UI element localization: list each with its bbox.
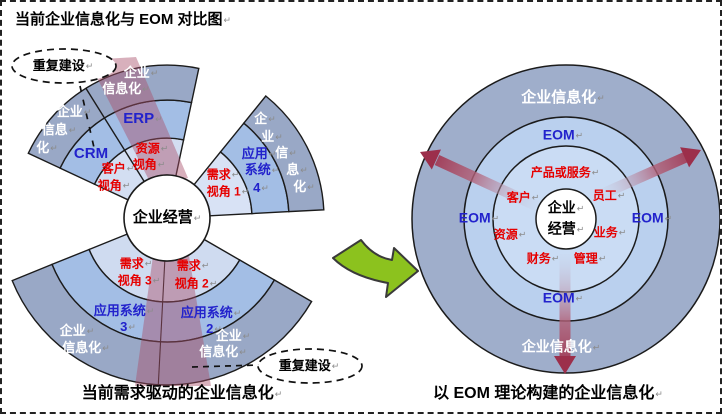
left-caption: 当前需求驱动的企业信息化↵: [81, 385, 283, 403]
b3-outer-line1: 企业↵: [59, 322, 95, 338]
b3-demand-view-line2: 视角 3↵: [117, 273, 161, 288]
right-label-management: 管理↵: [573, 251, 607, 266]
right-outer-ring-bottom-label: 企业信息化↵: [521, 338, 601, 355]
b2-outer-line2: 信息化↵: [199, 343, 247, 359]
radiating-arrows: [420, 147, 701, 374]
ur-fan-outer-ring: [242, 95, 325, 213]
callout-top-tail: [79, 85, 96, 153]
ul-erp-label: ERP↵: [123, 109, 163, 127]
bottom-fan-outer-ring: [11, 263, 313, 386]
ul-resource-view-line2: 视角↵: [132, 157, 166, 172]
ul-crm-outer-line2: 信息↵: [41, 121, 77, 137]
right-center-circle: [535, 188, 597, 250]
right-label-finance: 财务↵: [526, 251, 560, 266]
bottom-fan-divider: [157, 260, 166, 385]
left-fan-upper-left: [27, 64, 200, 201]
ur-outer-char3: 信↵: [275, 144, 297, 160]
right-center-line2: 经营↵: [547, 220, 585, 237]
ur-appsys4-line2: 系统↵: [244, 161, 280, 177]
arrow-right-head: [680, 147, 701, 168]
right-label-resource: 资源↵: [493, 227, 527, 242]
right-label-employee: 员工↵: [592, 188, 626, 203]
left-fan-bottom: [11, 233, 313, 386]
b3-appsys-line1: 应用系统↵: [93, 302, 155, 318]
transform-arrow-icon: [332, 239, 419, 298]
ur-demand-view1-line1: 需求↵: [206, 167, 240, 182]
arrow-down-head: [554, 356, 576, 374]
b2-demand-view-line1: 需求↵: [176, 258, 210, 273]
callout-duplicate-bottom-label: 重复建设↵: [278, 357, 340, 373]
callout-duplicate-top: [11, 48, 117, 153]
ul-crm-outer-line3: 化↵: [36, 139, 58, 155]
right-outer-ring-top-label: 企业信息化↵: [521, 88, 605, 106]
ul-erp-outer-line2: 信息化↵: [102, 80, 150, 96]
arrow-left-head: [420, 149, 441, 170]
b2-outer-line1: 企业↵: [215, 327, 251, 343]
overlap-band-top: [88, 57, 188, 186]
overlap-band-bottom: [135, 256, 211, 386]
ul-fan-divider: [85, 87, 145, 182]
left-center-circle: [123, 174, 211, 262]
right-label-business: 业务↵: [593, 225, 627, 240]
ur-appsys4-line3: 4↵: [253, 179, 269, 195]
right-label-product: 产品或服务↵: [530, 165, 600, 180]
ul-resource-view-line1: 资源↵: [135, 141, 169, 156]
ur-outer-char2: 业↵: [261, 128, 283, 144]
left-center-label: 企业经营↵: [132, 208, 202, 226]
b3-appsys-line2: 3↵: [120, 318, 136, 334]
left-fan-upper-right: [193, 95, 325, 217]
ul-erp-outer-line1: 企业↵: [123, 64, 159, 80]
right-center-line1: 企业↵: [547, 199, 585, 216]
right-eom-top: EOM↵: [542, 126, 584, 143]
b2-appsys-line1: 应用系统↵: [180, 304, 242, 320]
b3-demand-view-line1: 需求↵: [119, 256, 153, 271]
page-title: 当前企业信息化与 EOM 对比图↵: [15, 11, 232, 28]
callout-bottom-tail: [191, 364, 261, 368]
right-eom-bottom: EOM↵: [542, 289, 584, 306]
callout-duplicate-bottom: [191, 348, 363, 384]
ur-outer-char4: 息↵: [286, 161, 308, 177]
arrow-right-shaft: [597, 151, 689, 201]
ul-fan-outer-ring: [27, 64, 200, 170]
b2-appsys-line2: 2↵: [206, 320, 222, 336]
ul-customer-view-line2: 视角↵: [97, 178, 131, 193]
right-label-customer: 客户↵: [506, 190, 540, 205]
ul-crm-outer-line1: 企业↵: [56, 103, 92, 119]
right-eom-right: EOM↵: [631, 209, 673, 226]
ur-outer-char5: 化↵: [293, 178, 315, 194]
right-caption: 以 EOM 理论构建的企业信息化↵: [433, 385, 663, 403]
paragraph-mark: ↵: [223, 15, 232, 25]
ur-demand-view1-line2: 视角 1↵: [206, 184, 250, 199]
right-eom-left: EOM↵: [458, 209, 500, 226]
b2-demand-view-line2: 视角 2↵: [174, 276, 218, 291]
ul-customer-view-line1: 客户↵: [101, 161, 135, 176]
b3-outer-line2: 信息化↵: [62, 339, 110, 355]
ur-outer-char1: 企↵: [254, 110, 276, 126]
ul-crm-label: CRM: [73, 144, 109, 162]
ur-appsys4-line1: 应用↵: [241, 145, 277, 161]
arrow-left-shaft: [434, 155, 540, 211]
callout-duplicate-top-label: 重复建设↵: [32, 57, 94, 73]
